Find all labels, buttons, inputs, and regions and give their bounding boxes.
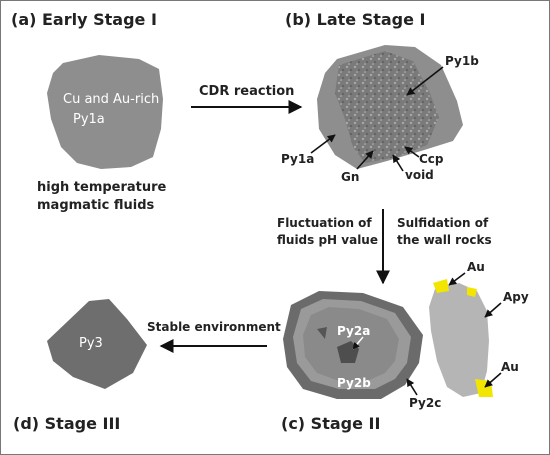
py1b-pointer — [406, 66, 444, 96]
py1a-grain-label-line1: Cu and Au-rich — [63, 92, 159, 107]
au-bottom-pointer — [484, 372, 502, 388]
apy-label: Apy — [503, 290, 529, 304]
panel-c-title: (c) Stage II — [281, 414, 380, 433]
py2b-label: Py2b — [337, 376, 371, 390]
ccp-label: Ccp — [419, 152, 444, 166]
py1a-late-pointer — [310, 134, 336, 154]
py3-grain — [47, 299, 147, 389]
panel-b-title: (b) Late Stage I — [285, 10, 426, 29]
py2a-label: Py2a — [337, 324, 370, 338]
au-top-patch — [433, 279, 449, 293]
py1b-label: Py1b — [445, 54, 479, 68]
py1a-grain-early — [47, 55, 163, 169]
apy-pointer — [484, 302, 502, 318]
py2c-label: Py2c — [409, 396, 441, 410]
au-bottom-label: Au — [501, 360, 519, 374]
arrow-b-to-c-right-line1: Sulfidation of — [397, 216, 489, 230]
panel-a-title: (a) Early Stage I — [11, 10, 157, 29]
caption-line1: high temperature — [37, 180, 167, 195]
arrow-b-to-c-right-line2: the wall rocks — [397, 233, 492, 247]
py2c-pointer — [406, 378, 418, 396]
apy-grain — [429, 283, 489, 397]
au-top-label: Au — [467, 260, 485, 274]
arrow-a-to-b-label: CDR reaction — [199, 84, 294, 99]
py1a-grain-label-line2: Py1a — [73, 112, 105, 127]
arrow-c-to-d-label: Stable environment — [147, 320, 281, 334]
au-side-patch — [467, 287, 477, 297]
arrow-b-to-c-left-line1: Fluctuation of — [277, 216, 372, 230]
py2a-inclusion — [317, 327, 327, 339]
ccp-pointer — [404, 146, 420, 158]
py1b-porous-zone — [335, 51, 439, 163]
py2a-pointer — [352, 336, 364, 350]
au-top-pointer — [448, 272, 466, 286]
void-label: void — [405, 168, 434, 182]
panel-d-title: (d) Stage III — [13, 414, 120, 433]
caption-line2: magmatic fluids — [37, 198, 154, 213]
py3-label: Py3 — [79, 336, 103, 351]
py1a-late-label: Py1a — [281, 152, 314, 166]
void-pointer — [392, 154, 404, 172]
arrow-b-to-c-left-line2: fluids pH value — [277, 233, 378, 247]
gn-pointer — [356, 150, 374, 170]
gn-label: Gn — [341, 170, 359, 184]
